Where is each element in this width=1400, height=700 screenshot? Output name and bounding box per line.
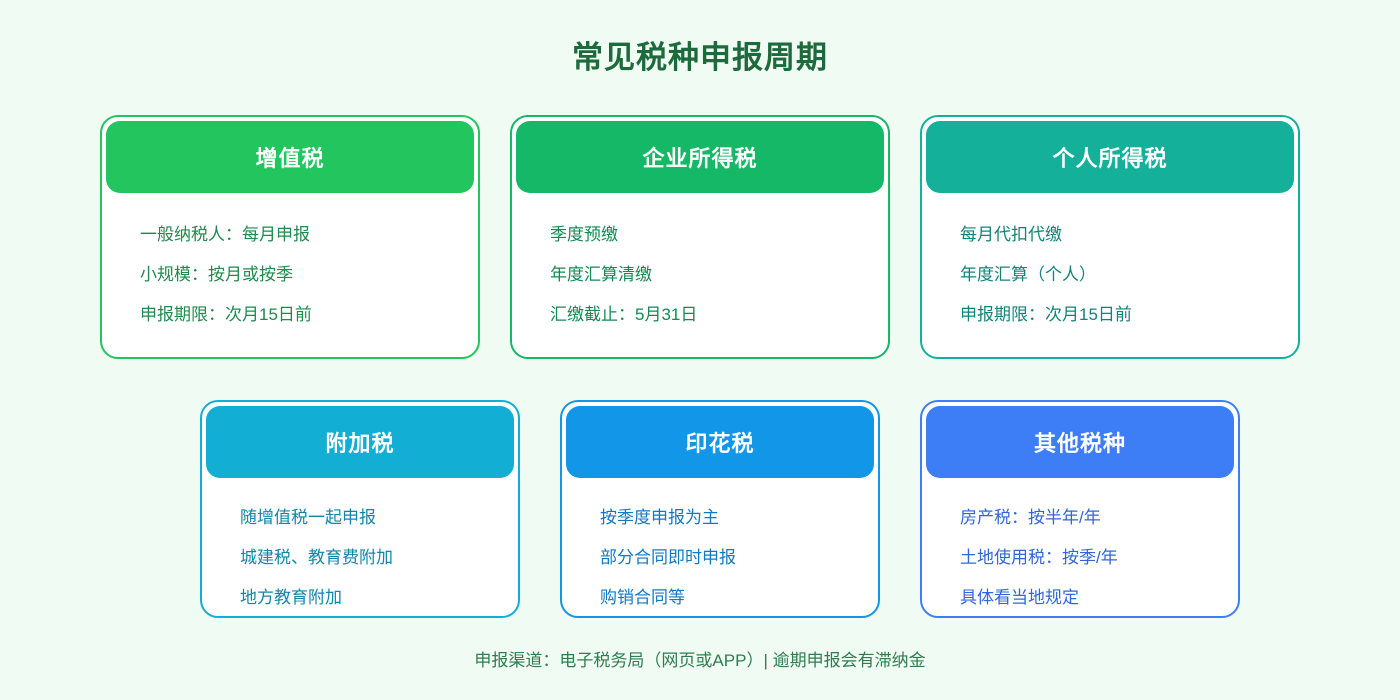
tax-card-line: 房产税：按半年/年 <box>960 508 1101 527</box>
tax-card-line: 部分合同即时申报 <box>600 548 736 567</box>
tax-card-line: 每月代扣代缴 <box>960 225 1062 244</box>
tax-card-body: 按季度申报为主 部分合同即时申报 购销合同等 <box>566 478 874 616</box>
tax-card-header: 增值税 <box>106 121 474 193</box>
tax-card-other-taxes: 其他税种 房产税：按半年/年 土地使用税：按季/年 具体看当地规定 <box>920 400 1240 618</box>
tax-card-header: 印花税 <box>566 406 874 478</box>
tax-card-body: 季度预缴 年度汇算清缴 汇缴截止：5月31日 <box>516 193 884 347</box>
tax-card-line: 年度汇算（个人） <box>960 265 1096 284</box>
tax-card-individual-income-tax: 个人所得税 每月代扣代缴 年度汇算（个人） 申报期限：次月15日前 <box>920 115 1300 359</box>
tax-card-line: 按季度申报为主 <box>600 508 719 527</box>
tax-card-line: 随增值税一起申报 <box>240 508 376 527</box>
tax-card-header: 企业所得税 <box>516 121 884 193</box>
page-title: 常见税种申报周期 <box>572 40 828 75</box>
tax-card-line: 土地使用税：按季/年 <box>960 548 1118 567</box>
tax-card-header: 其他税种 <box>926 406 1234 478</box>
tax-card-header: 个人所得税 <box>926 121 1294 193</box>
tax-card-line: 城建税、教育费附加 <box>240 548 393 567</box>
tax-card-line: 一般纳税人：每月申报 <box>140 225 310 244</box>
tax-card-surtax: 附加税 随增值税一起申报 城建税、教育费附加 地方教育附加 <box>200 400 520 618</box>
tax-card-corporate-income-tax: 企业所得税 季度预缴 年度汇算清缴 汇缴截止：5月31日 <box>510 115 890 359</box>
tax-card-line: 小规模：按月或按季 <box>140 265 293 284</box>
tax-card-stamp-duty: 印花税 按季度申报为主 部分合同即时申报 购销合同等 <box>560 400 880 618</box>
tax-card-header: 附加税 <box>206 406 514 478</box>
tax-card-body: 房产税：按半年/年 土地使用税：按季/年 具体看当地规定 <box>926 478 1234 616</box>
footer-note: 申报渠道：电子税务局（网页或APP）| 逾期申报会有滞纳金 <box>474 651 926 670</box>
tax-card-body: 每月代扣代缴 年度汇算（个人） 申报期限：次月15日前 <box>926 193 1294 347</box>
tax-card-line: 申报期限：次月15日前 <box>960 305 1132 324</box>
tax-card-line: 购销合同等 <box>600 588 685 607</box>
tax-card-line: 地方教育附加 <box>240 588 342 607</box>
tax-card-body: 随增值税一起申报 城建税、教育费附加 地方教育附加 <box>206 478 514 616</box>
tax-card-body: 一般纳税人：每月申报 小规模：按月或按季 申报期限：次月15日前 <box>106 193 474 347</box>
tax-card-line: 汇缴截止：5月31日 <box>550 305 698 324</box>
tax-card-line: 申报期限：次月15日前 <box>140 305 312 324</box>
tax-card-line: 季度预缴 <box>550 225 618 244</box>
tax-card-vat: 增值税 一般纳税人：每月申报 小规模：按月或按季 申报期限：次月15日前 <box>100 115 480 359</box>
tax-card-line: 年度汇算清缴 <box>550 265 652 284</box>
tax-card-line: 具体看当地规定 <box>960 588 1079 607</box>
